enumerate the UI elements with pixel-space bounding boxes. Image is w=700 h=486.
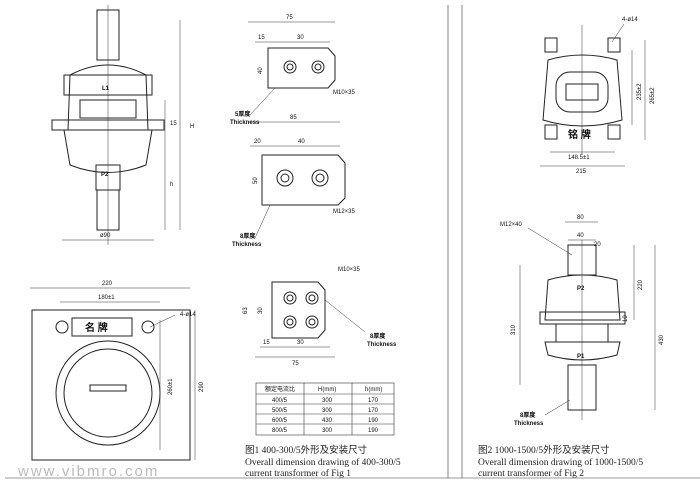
table-row: 800/5 300 190 (272, 428, 379, 434)
fig2-caption-en2: current transformer of Fig 2 (478, 468, 584, 479)
dim-50: 50 (253, 177, 259, 184)
bolt-spec: M12×40 (500, 222, 523, 228)
fig1-caption-cn: 图1 400-300/5外形及安装尺寸 (245, 444, 368, 456)
hole-spec: 4-ø14 (622, 17, 638, 23)
svg-text:500/5: 500/5 (272, 408, 288, 414)
dim-75: 75 (286, 15, 293, 21)
fig2-front-view: 铭 牌 4-ø14 235±2 265±2 148.5±1 215 (540, 17, 656, 175)
dim-220: 220 (638, 279, 644, 290)
dim-265: 265±2 (650, 87, 656, 104)
dim-215: 215 (576, 169, 587, 175)
fig1-front-view: 220 180±1 名 牌 4-ø14 260±1 290 (30, 281, 205, 461)
nameplate-label: 铭 牌 (568, 128, 591, 141)
dim-10: 10 (623, 315, 629, 322)
fig2-caption-en: Overall dimension drawing of 1000-1500/5 (478, 457, 643, 468)
label-P1: P1 (577, 354, 585, 360)
dim-220: 220 (102, 281, 113, 287)
dim-148: 148.5±1 (568, 155, 590, 161)
table-row: 500/5 300 170 (272, 408, 379, 414)
svg-text:170: 170 (368, 398, 379, 404)
thickness-en: Thickness (367, 342, 397, 348)
dim-30b: 30 (297, 340, 304, 346)
label-P2: P2 (577, 286, 585, 292)
dim-20: 20 (594, 242, 601, 248)
svg-text:600/5: 600/5 (272, 418, 288, 424)
dim-290: 290 (199, 381, 205, 392)
label-L1: L1 (102, 86, 110, 92)
thickness-cn: 8厚度 (520, 411, 536, 419)
fig1-side-view: L1 P2 15 H h ø90 (51, 5, 194, 245)
bolt-spec: M10×35 (338, 267, 361, 273)
table-row: 600/5 430 190 (272, 418, 379, 424)
dim-30: 30 (258, 307, 264, 314)
dim-40: 40 (298, 139, 305, 145)
dim-40: 40 (577, 233, 584, 239)
dim-310: 310 (511, 324, 517, 335)
thickness-en: Thickness (514, 421, 544, 427)
thickness-cn: 5厚度 (235, 110, 251, 118)
dim-15: 15 (170, 121, 177, 127)
fig1-caption-en2: current transformer of Fig 1 (245, 468, 351, 479)
thickness-cn: 8厚度 (240, 232, 256, 240)
thickness-en: Thickness (232, 242, 262, 248)
svg-text:190: 190 (368, 428, 379, 434)
dim-20: 20 (254, 139, 261, 145)
table-row: 400/5 300 170 (272, 398, 379, 404)
dim-430: 430 (659, 334, 665, 345)
dim-15: 15 (258, 35, 265, 41)
dim-40: 40 (258, 67, 264, 74)
svg-text:300: 300 (322, 408, 333, 414)
svg-text:170: 170 (368, 408, 379, 414)
table-header: 额定电流比 (265, 385, 295, 393)
rating-table: 额定电流比 H(mm) h(mm) 400/5 300 170 500/5 300 17… (255, 382, 395, 436)
svg-text:800/5: 800/5 (272, 428, 288, 434)
thickness-en: Thickness (230, 120, 260, 126)
fig2-caption-cn: 图2 1000-1500/5外形及安装尺寸 (478, 444, 610, 456)
table-header: H(mm) (318, 387, 336, 393)
label-P2: P2 (101, 172, 109, 178)
dim-H: H (190, 124, 194, 130)
dim-h: h (170, 182, 173, 188)
dim-63: 63 (243, 307, 249, 314)
dim-dia-90: ø90 (100, 233, 111, 239)
svg-text:300: 300 (322, 398, 333, 404)
hole-spec: 4-ø14 (180, 312, 196, 318)
dim-30: 30 (297, 35, 304, 41)
dim-260: 260±1 (168, 378, 174, 395)
nameplate-label: 名 牌 (85, 321, 108, 334)
bolt-spec: M10×35 (333, 90, 356, 96)
dim-15: 15 (263, 340, 270, 346)
fig1-caption-en: Overall dimension drawing of 400-300/5 (245, 457, 401, 468)
dim-235: 235±2 (637, 83, 643, 100)
svg-text:300: 300 (322, 428, 333, 434)
svg-text:400/5: 400/5 (272, 398, 288, 404)
thickness-cn: 8厚度 (370, 332, 386, 340)
fig2-side-view: 80 40 20 M12×40 P2 P1 310 220 10 430 8厚度… (500, 215, 665, 427)
dim-180: 180±1 (98, 295, 115, 301)
dim-75: 75 (292, 361, 299, 367)
svg-text:430: 430 (322, 418, 333, 424)
bolt-spec: M12×35 (333, 209, 356, 215)
busbar-detail-1: 75 15 30 40 M10×35 5厚度 Thickness (230, 15, 356, 126)
dim-80: 80 (577, 215, 584, 221)
busbar-detail-2: 85 20 40 50 M12×35 8厚度 Thickness (232, 115, 356, 248)
table-header: h(mm) (365, 387, 382, 393)
svg-text:190: 190 (368, 418, 379, 424)
busbar-detail-3: M10×35 63 30 15 30 75 8厚度 Thickness (243, 267, 397, 367)
dim-85: 85 (290, 115, 297, 121)
watermark: www.vibmro.com (17, 463, 159, 480)
